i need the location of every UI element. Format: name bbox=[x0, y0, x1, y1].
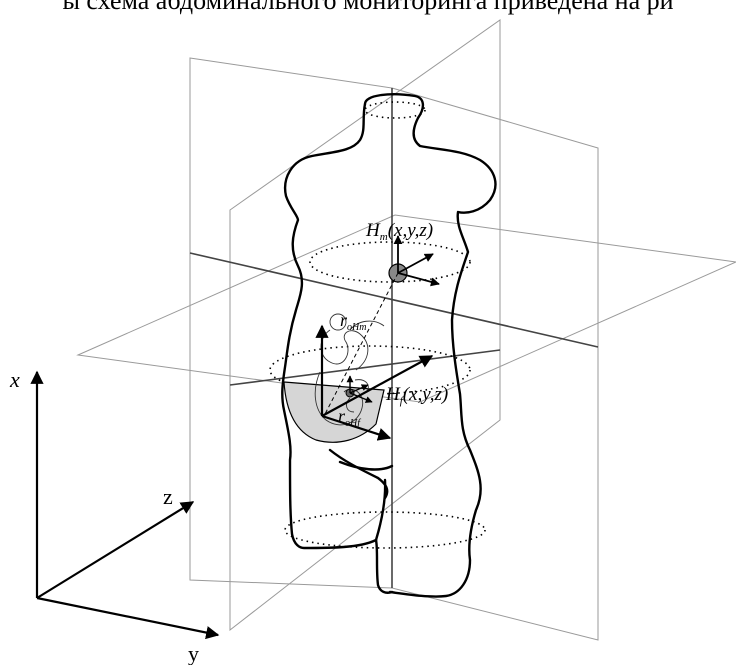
y-axis-label: y bbox=[188, 641, 199, 665]
z-axis bbox=[37, 502, 193, 598]
y-axis bbox=[37, 598, 218, 635]
reference-planes bbox=[78, 20, 736, 640]
plane-horizontal bbox=[78, 215, 736, 402]
plane-intersections bbox=[190, 88, 598, 588]
z-axis-label: z bbox=[163, 484, 173, 509]
r-ohm-label: roHm bbox=[340, 310, 366, 333]
plane-sagittal bbox=[392, 88, 598, 640]
global-axes bbox=[37, 372, 218, 635]
x-axis-label: x bbox=[9, 367, 20, 392]
torso-outline bbox=[282, 94, 495, 596]
fetal-field-label: Hf(x,y,z) bbox=[385, 384, 448, 407]
maternal-field-label: Hm(x,y,z) bbox=[365, 220, 433, 243]
